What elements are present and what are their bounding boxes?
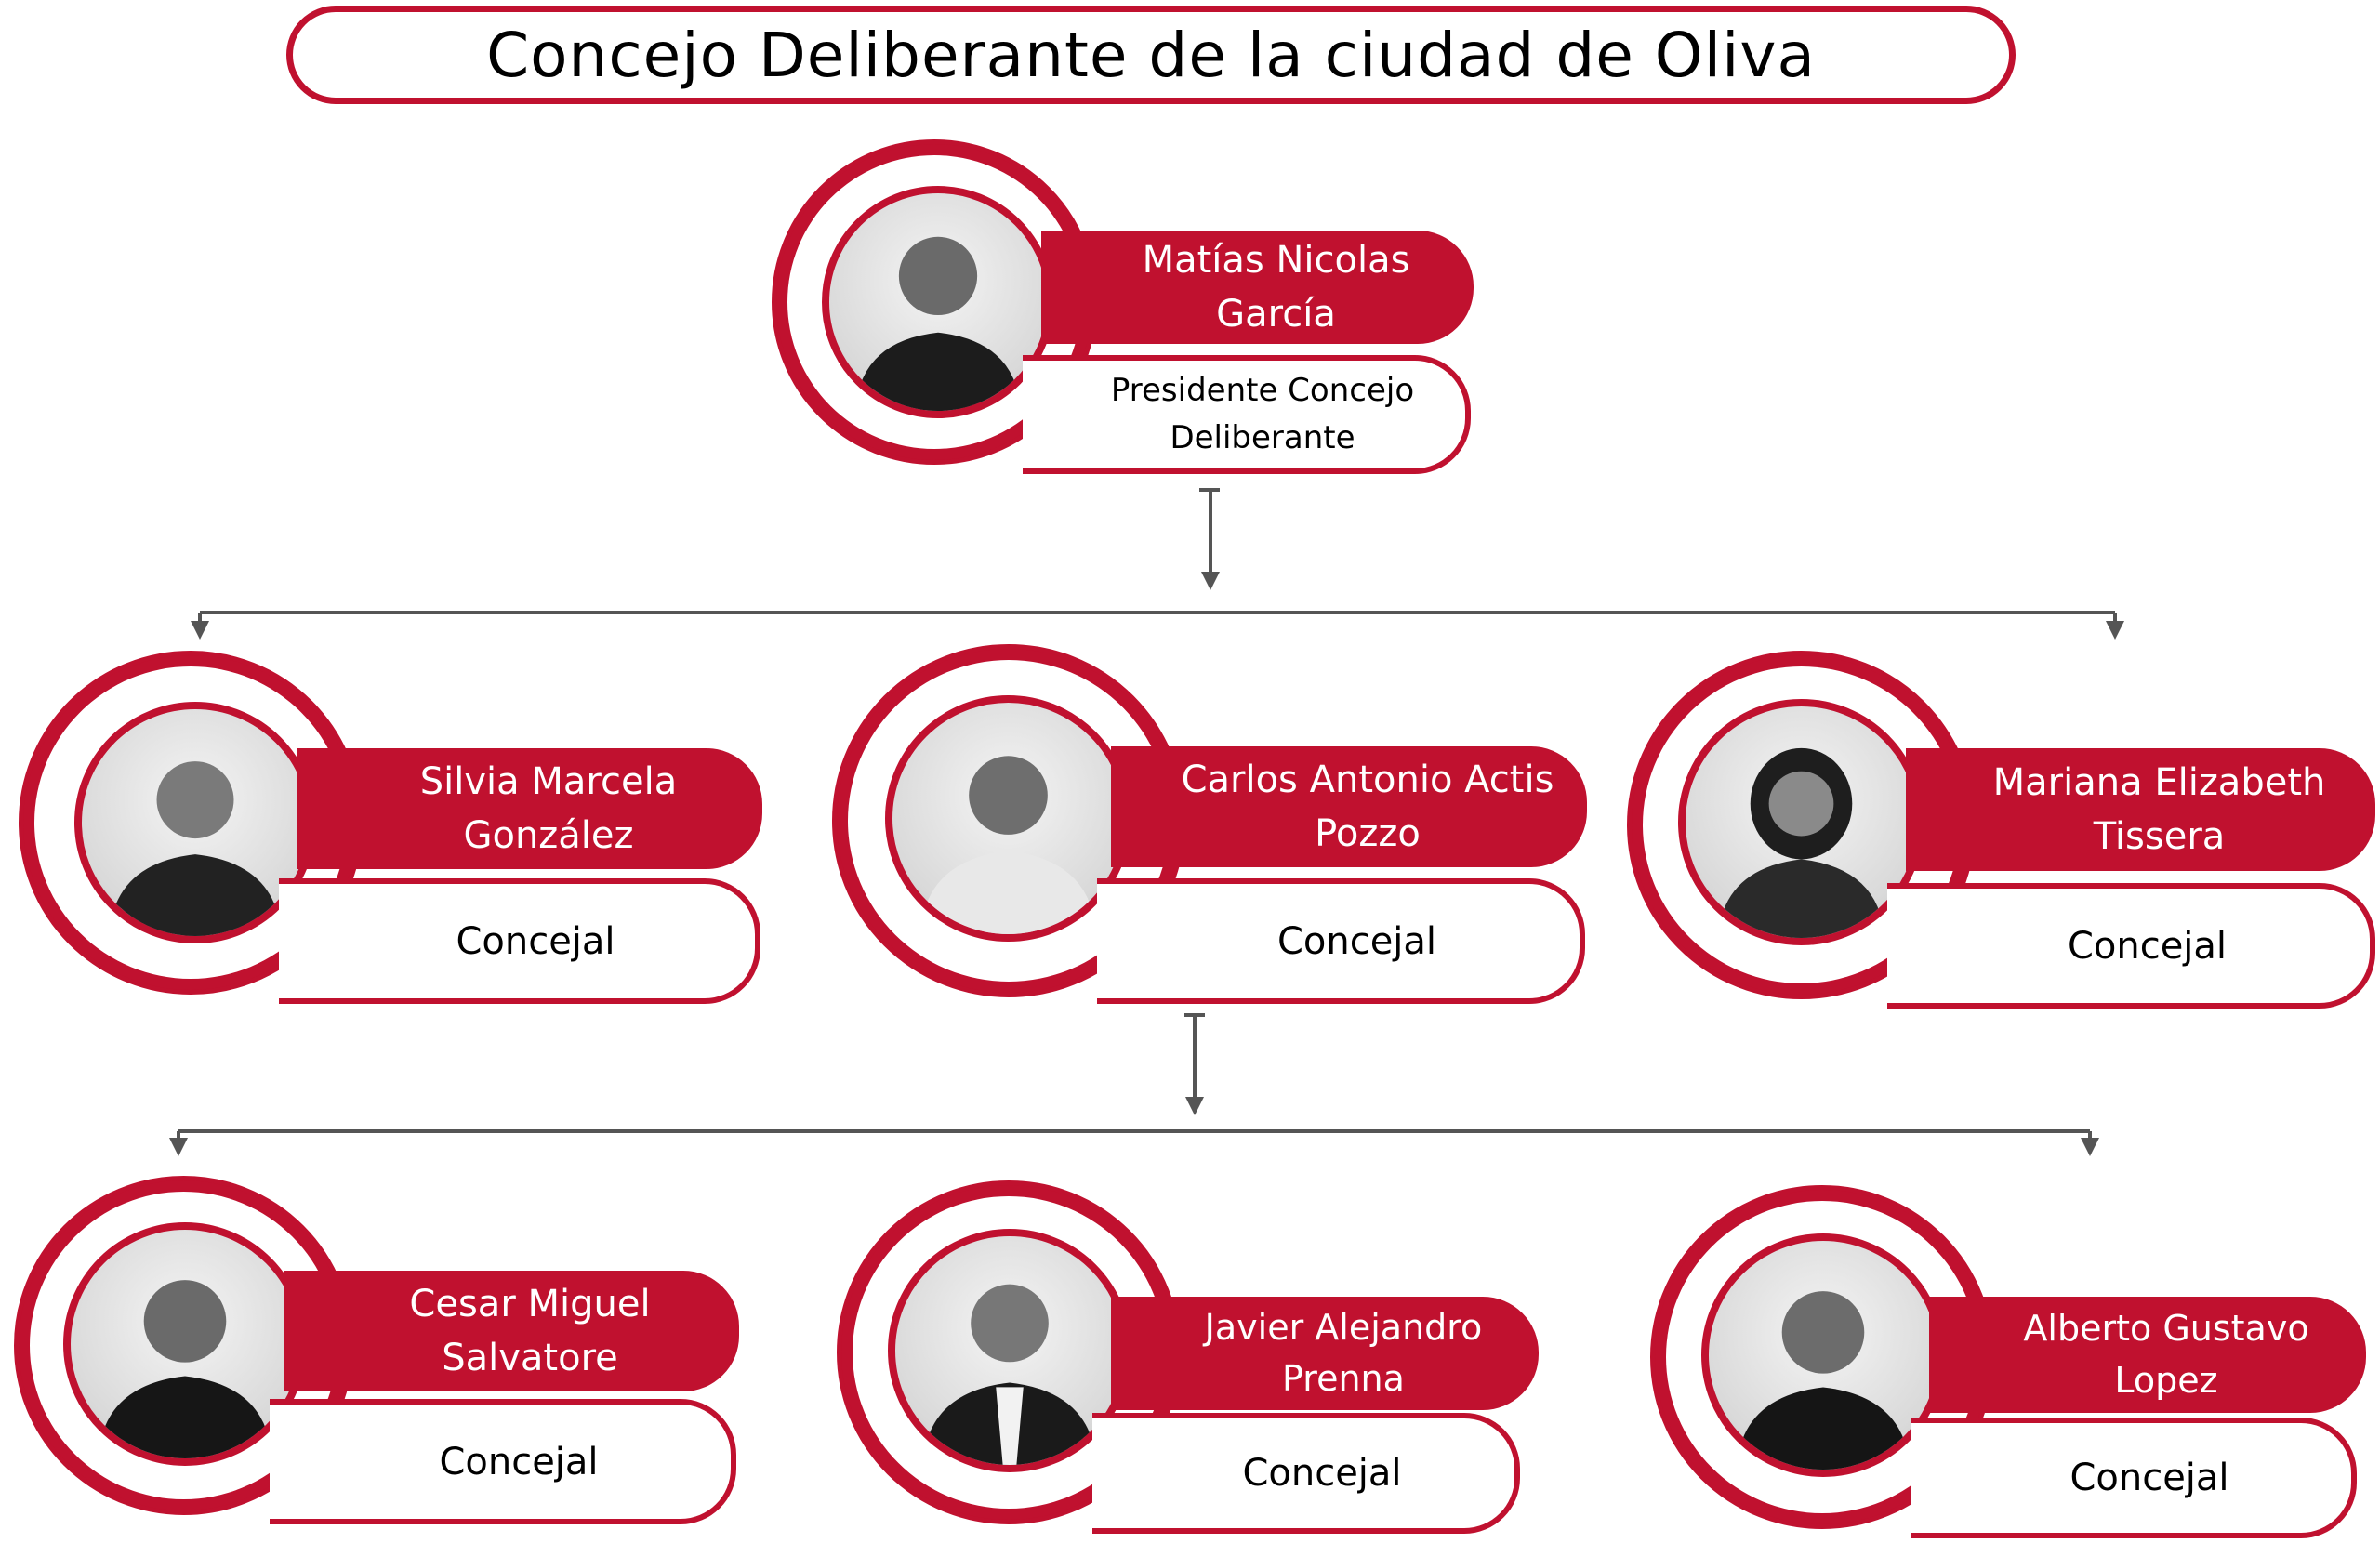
member-photo (63, 1222, 307, 1466)
person-silhouette-icon (1736, 1291, 1911, 1470)
member-role: Concejal (1887, 883, 2375, 1009)
member-role: Concejal (1911, 1418, 2357, 1538)
member-name: Javier Alejandro Prenna (1111, 1297, 1539, 1410)
president-role: Presidente Concejo Deliberante (1023, 355, 1471, 474)
member-role: Concejal (1097, 878, 1585, 1004)
person-silhouette-icon (919, 756, 1097, 934)
member-role: Concejal (270, 1399, 736, 1524)
person-silhouette-icon (98, 1280, 272, 1458)
member-photo (1701, 1233, 1945, 1477)
member-photo (885, 695, 1131, 942)
person-silhouette-icon (109, 761, 282, 936)
member-name: Cesar Miguel Salvatore (284, 1271, 739, 1391)
member-role: Concejal (1092, 1413, 1520, 1534)
president-name: Matías Nicolas García (1041, 231, 1474, 344)
member-name: Silvia Marcela González (298, 748, 762, 869)
president-photo (822, 186, 1054, 418)
member-name: Carlos Antonio Actis Pozzo (1111, 746, 1587, 867)
person-silhouette-icon (922, 1284, 1097, 1465)
member-name: Alberto Gustavo Lopez (1929, 1297, 2366, 1413)
member-photo (74, 702, 316, 943)
person-silhouette-icon (855, 236, 1021, 411)
member-role: Concejal (279, 878, 760, 1004)
member-name: Mariana Elizabeth Tissera (1906, 748, 2375, 871)
person-silhouette-icon (1717, 747, 1885, 938)
page-title: Concejo Deliberante de la ciudad de Oliv… (286, 6, 2016, 104)
member-photo (1678, 699, 1924, 945)
